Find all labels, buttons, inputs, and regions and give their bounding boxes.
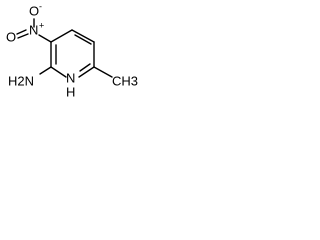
bond-nitro-n-o-left xyxy=(17,33,29,39)
bond-c3-c4 xyxy=(50,29,73,43)
bond-c6-n1-double xyxy=(79,63,91,72)
chemical-structure-diagram: O - N + O H2N N H CH3 xyxy=(6,1,138,99)
ring-hydrogen-label: H xyxy=(66,84,75,99)
bond-n1-c2 xyxy=(50,66,67,78)
bond-c6-n1 xyxy=(78,66,95,78)
amine-label: H2N xyxy=(8,73,34,88)
nitro-nitrogen-charge: + xyxy=(39,20,44,30)
ring-nitrogen-label: N xyxy=(66,70,75,85)
nitro-oxygen-top-label: O xyxy=(29,3,39,18)
bond-nitro-n-o-left-double xyxy=(16,29,27,35)
bond-c6-methyl xyxy=(93,66,113,78)
nitro-nitrogen-label: N xyxy=(29,22,38,37)
bond-c3-nitro-n xyxy=(38,34,52,43)
methyl-label: CH3 xyxy=(112,73,138,88)
bond-c4-c5-double xyxy=(74,34,92,45)
bond-c2-amine xyxy=(39,66,52,75)
bond-c4-c5 xyxy=(71,29,95,43)
nitro-oxygen-left-label: O xyxy=(6,29,16,44)
nitro-oxygen-top-charge: - xyxy=(39,1,42,11)
